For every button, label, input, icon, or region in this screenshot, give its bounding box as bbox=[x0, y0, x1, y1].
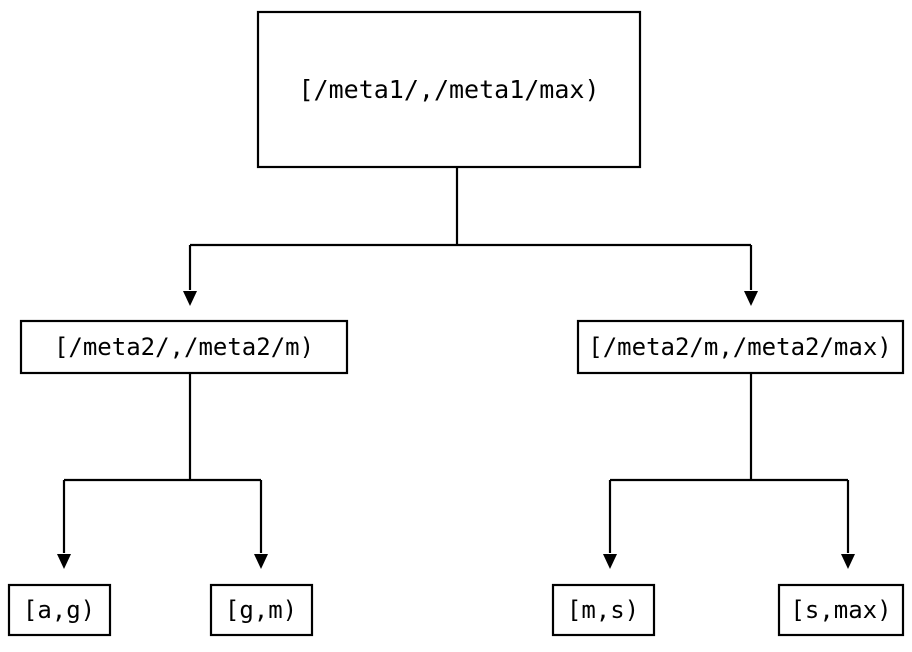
arrowhead-to-leaf-2 bbox=[254, 554, 268, 569]
node-leaf-2-box[interactable] bbox=[209, 583, 314, 637]
node-leaf-3-box[interactable] bbox=[551, 583, 656, 637]
arrowhead-to-mid-right bbox=[744, 291, 758, 306]
node-leaf-4[interactable]: [s,max) bbox=[777, 583, 905, 637]
node-root[interactable]: [/meta1/,/meta1/max) bbox=[256, 10, 642, 169]
node-mid-right[interactable]: [/meta2/m,/meta2/max) bbox=[576, 319, 905, 375]
node-mid-right-box[interactable] bbox=[576, 319, 905, 375]
arrowhead-to-leaf-4 bbox=[841, 554, 855, 569]
edge-group-root-to-mid bbox=[183, 167, 758, 306]
arrowhead-to-leaf-3 bbox=[603, 554, 617, 569]
node-leaf-3[interactable]: [m,s) bbox=[551, 583, 656, 637]
node-leaf-2[interactable]: [g,m) bbox=[209, 583, 314, 637]
node-leaf-1-box[interactable] bbox=[7, 583, 112, 637]
node-leaf-1[interactable]: [a,g) bbox=[7, 583, 112, 637]
edge-group-midright-to-leaves bbox=[603, 373, 855, 569]
node-mid-left[interactable]: [/meta2/,/meta2/m) bbox=[19, 319, 349, 375]
arrowhead-to-mid-left bbox=[183, 291, 197, 306]
node-root-box[interactable] bbox=[256, 10, 642, 169]
node-mid-left-box[interactable] bbox=[19, 319, 349, 375]
node-leaf-4-box[interactable] bbox=[777, 583, 905, 637]
edge-group-midleft-to-leaves bbox=[57, 373, 268, 569]
arrowhead-to-leaf-1 bbox=[57, 554, 71, 569]
